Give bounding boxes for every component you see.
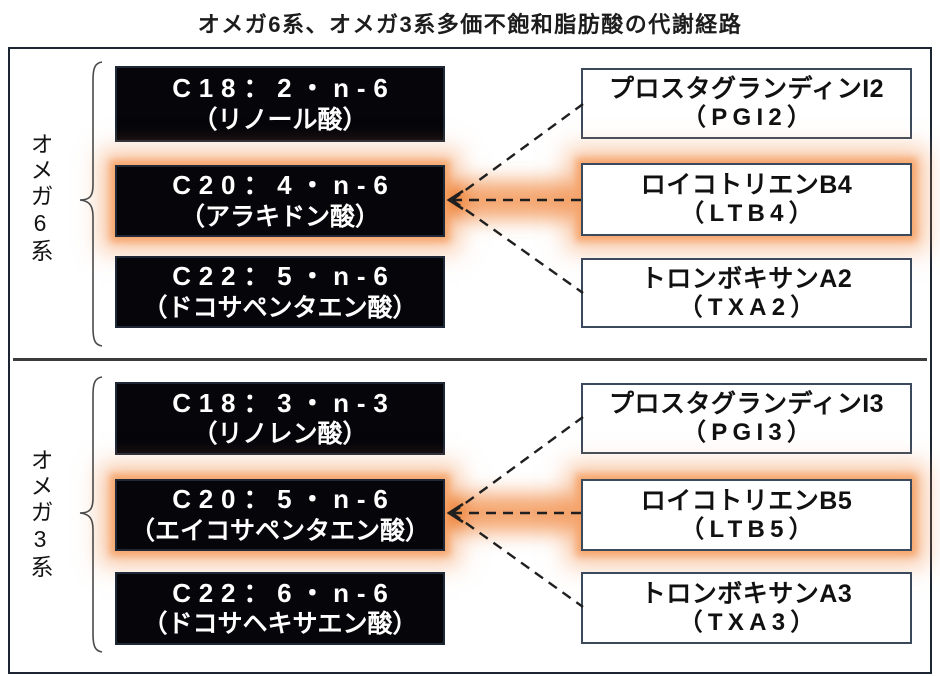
- box-line2: （アラキドン酸）: [179, 202, 380, 231]
- box-line2: （ドコサペンタエン酸）: [142, 293, 418, 322]
- box-line1: トロンボキサンA2: [640, 264, 853, 293]
- box-line2: （リノレン酸）: [192, 420, 368, 449]
- box-line1: C20：5・n-6: [172, 484, 396, 515]
- fatty-acid-box-epa: C20：5・n-6 （エイコサペンタエン酸）: [115, 479, 445, 551]
- box-line2: （ドコサヘキサエン酸）: [142, 610, 418, 639]
- box-line2: （エイコサペンタエン酸）: [129, 516, 430, 545]
- box-line2: （TXA3）: [678, 608, 820, 636]
- section-divider: [13, 358, 927, 361]
- box-line1: C18：3・n-3: [172, 387, 396, 418]
- box-line1: C20：4・n-6: [172, 170, 396, 201]
- metabolite-box-pgi2: プロスタグランディンI2 （PGI2）: [581, 68, 912, 139]
- metabolite-box-ltb4: ロイコトリエンB4 （LTB4）: [581, 163, 912, 236]
- box-line2: （LTB4）: [680, 200, 819, 228]
- box-line1: ロイコトリエンB4: [640, 171, 853, 200]
- diagram-frame: [8, 47, 932, 674]
- highlight-glow-band-omega6: [444, 181, 588, 219]
- metabolite-box-txa3: トロンボキサンA3 （TXA3）: [581, 572, 912, 644]
- box-line1: プロスタグランディンI3: [608, 390, 885, 419]
- group-label-omega3: オメガ3系: [27, 448, 53, 581]
- metabolite-box-pgi3: プロスタグランディンI3 （PGI3）: [581, 383, 912, 454]
- box-line2: （TXA2）: [678, 293, 820, 321]
- metabolite-box-ltb5: ロイコトリエンB5 （LTB5）: [581, 479, 912, 551]
- box-line2: （リノール酸）: [192, 105, 368, 134]
- box-line2: （PGI2）: [681, 104, 817, 132]
- fatty-acid-box-linolenic: C18：3・n-3 （リノレン酸）: [115, 382, 445, 455]
- fatty-acid-box-linoleic: C18：2・n-6 （リノール酸）: [115, 66, 445, 142]
- highlight-glow-band-omega3: [444, 494, 588, 532]
- page-title: オメガ6系、オメガ3系多価不飽和脂肪酸の代謝経路: [197, 12, 743, 37]
- box-line2: （PGI3）: [681, 419, 817, 447]
- fatty-acid-box-dha: C22：6・n-6 （ドコサヘキサエン酸）: [115, 572, 445, 645]
- fatty-acid-box-dpa: C22：5・n-6 （ドコサペンタエン酸）: [115, 256, 445, 328]
- group-label-omega6: オメガ6系: [27, 132, 53, 265]
- box-line1: トロンボキサンA3: [640, 579, 853, 608]
- box-line1: C22：6・n-6: [172, 577, 396, 608]
- box-line2: （LTB5）: [680, 515, 819, 543]
- metabolite-box-txa2: トロンボキサンA2 （TXA2）: [581, 258, 912, 328]
- box-line1: ロイコトリエンB5: [640, 486, 853, 515]
- box-line1: プロスタグランディンI2: [608, 75, 885, 104]
- fatty-acid-box-arachidonic: C20：4・n-6 （アラキドン酸）: [115, 165, 445, 237]
- box-line1: C18：2・n-6: [172, 73, 396, 104]
- box-line1: C22：5・n-6: [172, 261, 396, 292]
